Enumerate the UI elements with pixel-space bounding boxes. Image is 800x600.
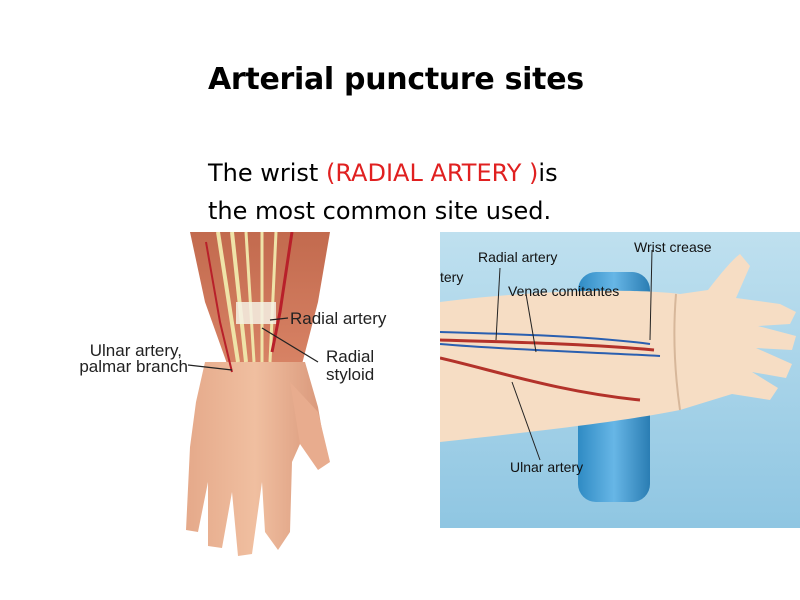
label-artery-cut: tery: [440, 269, 463, 285]
body-text-highlight: (RADIAL ARTERY ): [325, 159, 539, 187]
label-venae-comitantes: Venae comitantes: [508, 283, 619, 299]
label-ulnar-artery-line2: palmar branch: [79, 357, 188, 376]
wrist-anatomy-illustration: Radial artery Radial styloid Ulnar arter…: [79, 232, 387, 556]
label-ulnar-artery-right: Ulnar artery: [510, 459, 583, 475]
label-radial-styloid-line1: Radial: [326, 347, 374, 366]
slide-title: Arterial puncture sites: [208, 62, 584, 97]
label-radial-artery-right: Radial artery: [478, 249, 557, 265]
label-ulnar-artery-line1: Ulnar artery,: [90, 341, 182, 360]
label-radial-styloid-line2: styloid: [326, 365, 374, 384]
label-wrist-crease: Wrist crease: [634, 239, 712, 255]
arm-arteries-illustration: Wrist crease Radial artery tery Venae co…: [440, 232, 800, 528]
label-radial-artery: Radial artery: [290, 309, 387, 328]
body-text-line2: the most common site used.: [208, 197, 552, 225]
body-text-part2: is: [538, 159, 558, 187]
body-text-part1: The wrist: [208, 159, 326, 187]
slide-body-text: The wrist (RADIAL ARTERY )is the most co…: [208, 154, 628, 230]
